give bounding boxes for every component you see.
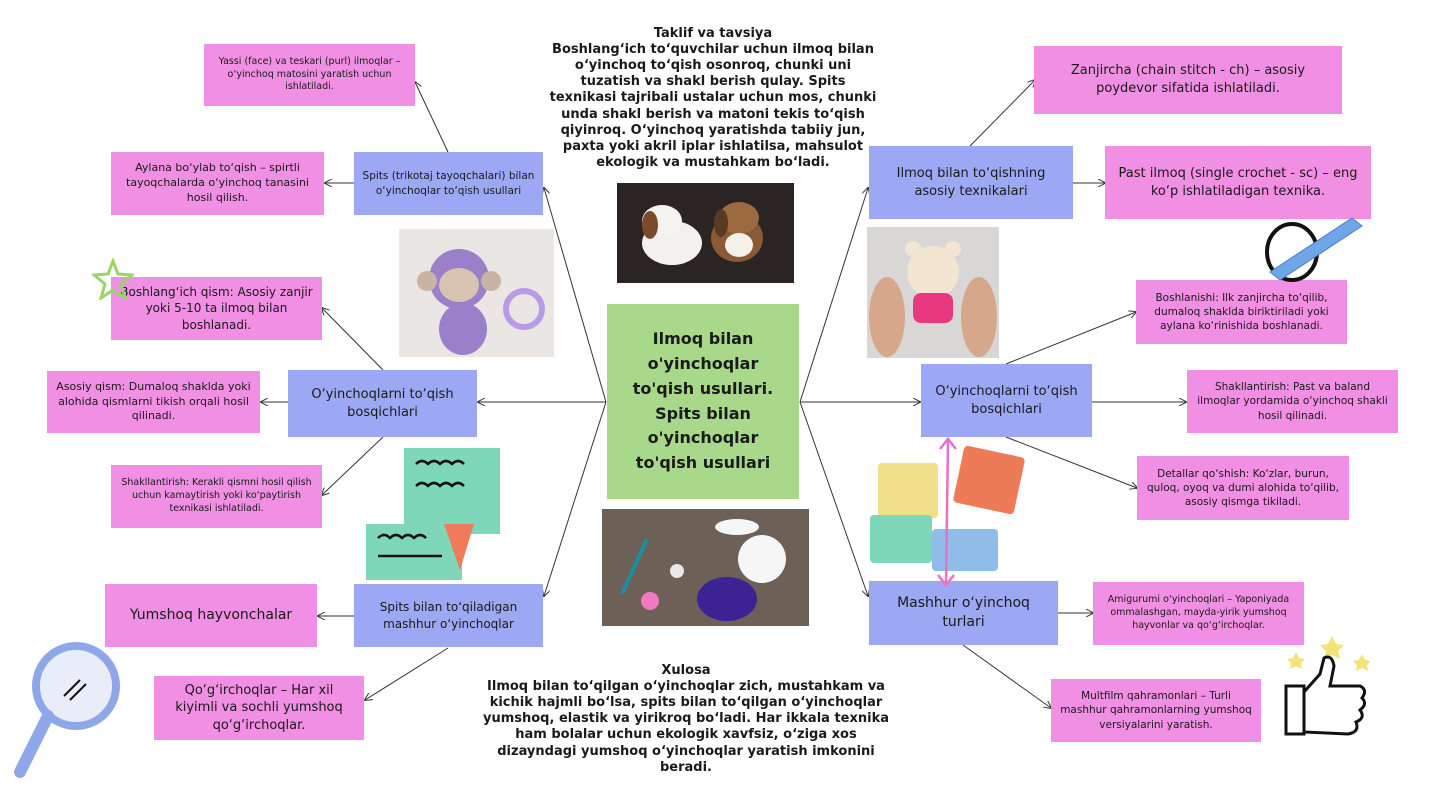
left-stage-2: Asosiy qism: Dumaloq shaklda yoki alohid… <box>47 371 260 433</box>
left-stage-3: Shakllantirish: Kerakli qismni hosil qil… <box>111 465 322 528</box>
right-famous-2: Multfilm qahramonlari – Turli mashhur qa… <box>1051 679 1261 742</box>
thumbs-up-icon <box>1282 630 1376 740</box>
left-famous-1: Yumshoq hayvonchalar <box>105 584 317 647</box>
photo-crochet-bunny <box>602 509 809 626</box>
recommendation-title: Taklif va tavsiya <box>653 26 773 41</box>
recommendation-body: Boshlang‘ich to‘quvchilar uchun ilmoq bi… <box>549 42 877 170</box>
right-famous-node: Mashhur o‘yinchoq turlari <box>869 581 1058 645</box>
puzzle-icon <box>868 433 1028 588</box>
conclusion-note: Xulosa Ilmoq bilan to‘qilgan o‘yinchoqla… <box>478 663 894 776</box>
left-stages-node: O‘yinchoqlarni to‘qish bosqichlari <box>288 370 477 437</box>
left-spits-method-1: Yassi (face) va teskari (purl) ilmoqlar … <box>204 44 415 106</box>
right-famous-1: Amigurumi o‘yinchoqlari – Yaponiyada omm… <box>1093 582 1304 645</box>
left-spits-method-2: Aylana bo‘ylab to‘qish – spirtli tayoqch… <box>111 152 324 215</box>
right-technique-1: Zanjircha (chain stitch - ch) – asosiy p… <box>1034 46 1342 114</box>
photo-crochet-bear <box>867 227 999 358</box>
left-famous-2: Qo‘g‘irchoqlar – Har xil kiyimli va soch… <box>154 676 364 740</box>
central-topic: Ilmoq bilan o'yinchoqlar to'qish usullar… <box>607 304 799 499</box>
notes-icon <box>364 446 502 582</box>
conclusion-title: Xulosa <box>661 663 711 678</box>
right-techniques-node: Ilmoq bilan to‘qishning asosiy texnikala… <box>869 146 1073 219</box>
pen-icon <box>1262 212 1372 290</box>
left-stage-1: Boshlang‘ich qism: Asosiy zanjir yoki 5-… <box>111 277 322 340</box>
conclusion-body: Ilmoq bilan to‘qilgan o‘yinchoqlar zich,… <box>482 679 890 775</box>
right-technique-2: Past ilmoq (single crochet - sc) – eng k… <box>1105 146 1371 219</box>
magnifier-icon <box>14 640 126 780</box>
right-stage-2: Shakllantirish: Past va baland ilmoqlar … <box>1187 370 1398 433</box>
photo-crochet-monkey <box>399 229 554 357</box>
right-stage-1: Boshlanishi: Ilk zanjircha to‘qilib, dum… <box>1136 280 1347 344</box>
star-icon <box>90 256 136 302</box>
right-stages-node: O‘yinchoqlarni to‘qish bosqichlari <box>921 364 1092 437</box>
left-famous-node: Spits bilan to‘qiladigan mashhur o‘yinch… <box>354 584 543 647</box>
left-spits-methods-node: Spits (trikotaj tayoqchalari) bilan o‘yi… <box>354 152 543 215</box>
photo-crochet-puppies <box>617 183 794 283</box>
right-stage-3: Detallar qo‘shish: Ko‘zlar, burun, quloq… <box>1137 456 1349 520</box>
recommendation-note: Taklif va tavsiya Boshlang‘ich to‘quvchi… <box>548 26 878 171</box>
